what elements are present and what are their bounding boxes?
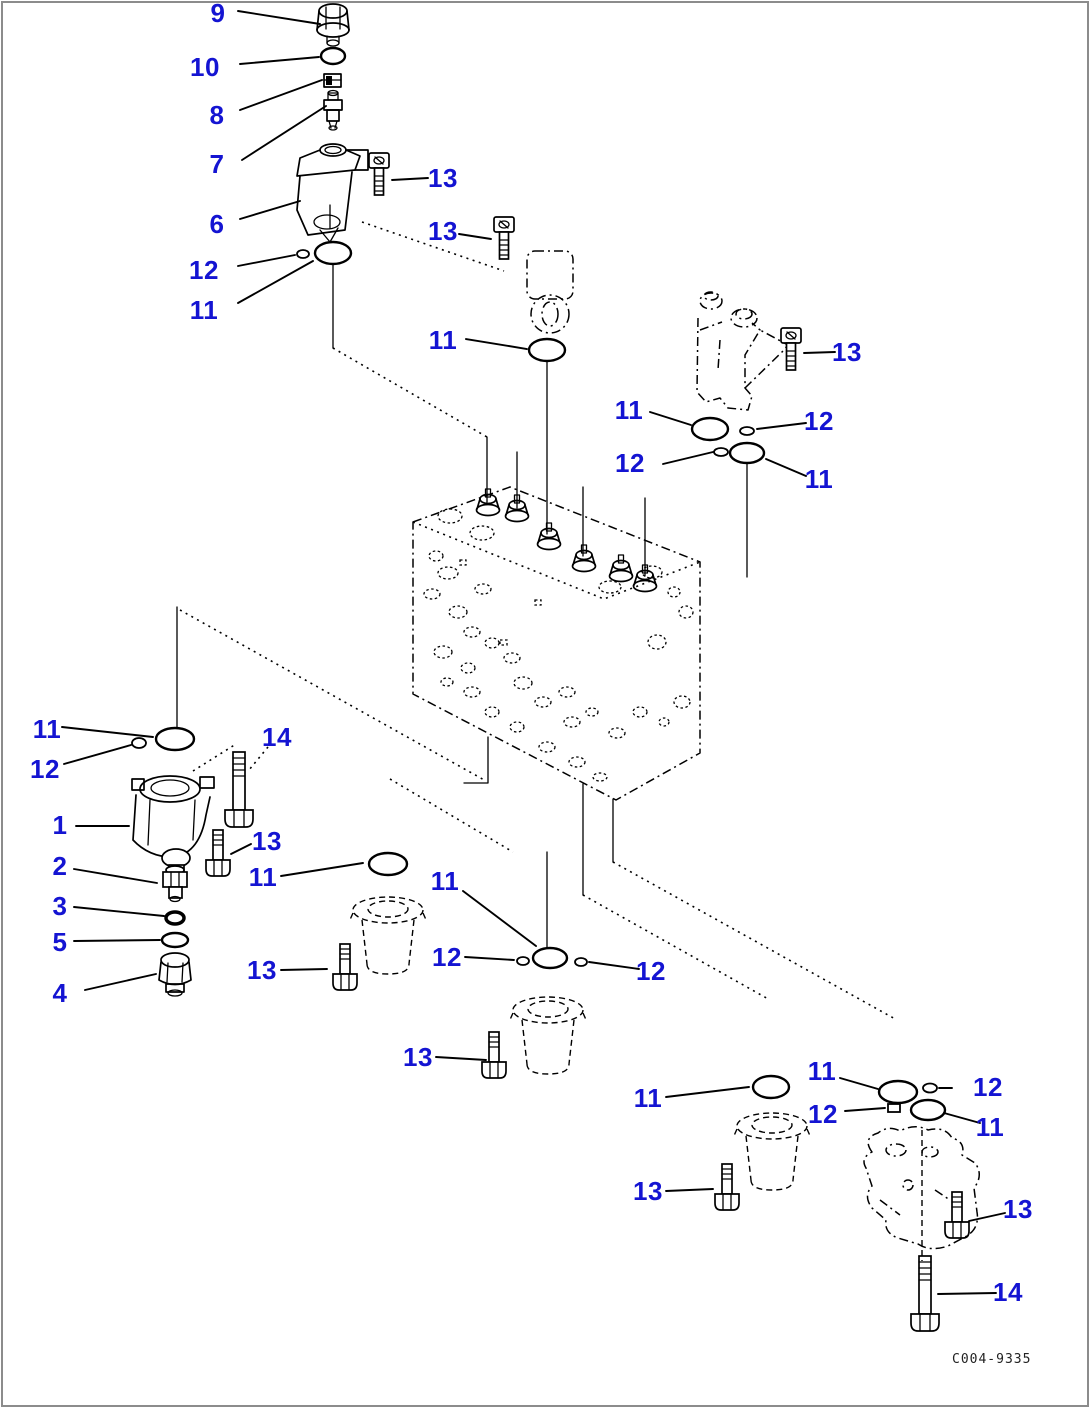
callout-label: 12 (30, 754, 60, 784)
part-13-bolt (944, 1191, 970, 1239)
callout-label: 13 (428, 216, 458, 246)
callout-label: 11 (975, 1112, 1005, 1142)
callout-label: 14 (262, 722, 292, 752)
callout-label: 6 (209, 209, 225, 239)
callout-label: 2 (52, 851, 68, 881)
part-11-o-ring (690, 416, 730, 442)
part-12-ring (713, 447, 729, 457)
part-10-o-ring (319, 46, 347, 66)
part-11-o-ring (751, 1074, 791, 1100)
callout-label: 12 (973, 1072, 1003, 1102)
callout-label: 1 (52, 810, 68, 840)
callout-label: 13 (633, 1176, 663, 1206)
part-13-bolt (714, 1163, 740, 1211)
callout-label: 12 (636, 956, 666, 986)
callout-label: 13 (832, 337, 862, 367)
construction-lines (176, 221, 898, 1021)
block-plug (475, 488, 501, 517)
callout-label: 12 (432, 942, 462, 972)
callout-label: 12 (808, 1099, 838, 1129)
part-13-bolt (205, 829, 231, 877)
part-12-ring (131, 737, 147, 749)
cover-funnel (508, 996, 588, 1075)
pilot-valve-ghost-top-right (696, 291, 789, 411)
callout-label: 11 (614, 395, 644, 425)
part-4-plug (158, 952, 192, 997)
part-8-seat (323, 73, 342, 88)
callout-label: 13 (403, 1042, 433, 1072)
control-valve-block (412, 486, 701, 801)
block-plug (571, 544, 597, 573)
callout-label: 13 (428, 163, 458, 193)
part-13-bolt (780, 327, 802, 371)
part-12-ring (574, 957, 588, 967)
callout-label: 11 (430, 866, 460, 896)
block-plug (536, 522, 562, 551)
part-7-valve (323, 89, 343, 131)
part-11-o-ring (728, 441, 766, 465)
leader-lines (61, 10, 1006, 1295)
callout-label: 13 (247, 955, 277, 985)
part-3-ring (164, 910, 186, 926)
relief-valve-assembly-top-left (296, 3, 369, 243)
callout-label: 11 (428, 325, 458, 355)
part-6-valve-body (296, 143, 369, 243)
callout-label: 7 (209, 149, 225, 179)
part-13-bolt (493, 216, 515, 260)
part-5-o-ring (160, 931, 190, 949)
callout-label: 11 (189, 295, 219, 325)
callout-label: 13 (1003, 1194, 1033, 1224)
part-12-ring (516, 956, 530, 966)
callout-label: 10 (190, 52, 220, 82)
callout-label: 8 (209, 100, 225, 130)
part-13-bolt (332, 943, 358, 991)
part-11-o-ring (313, 240, 353, 266)
part-12-ring (739, 426, 755, 436)
part-2-fitting (162, 865, 188, 903)
clevis-ghost (526, 250, 574, 334)
part-11-o-ring (531, 946, 569, 970)
callout-label: 12 (615, 448, 645, 478)
callout-label: 11 (633, 1083, 663, 1113)
callout-label: 12 (804, 406, 834, 436)
part-12-ring (296, 249, 310, 259)
part-11-o-ring (154, 726, 196, 752)
callout-label: 11 (32, 714, 62, 744)
callout-label: 11 (248, 862, 278, 892)
part-9-cap (316, 3, 350, 47)
callout-label: 12 (189, 255, 219, 285)
callout-label: 4 (52, 978, 68, 1008)
callout-label: 9 (210, 0, 226, 28)
cover-funnel (732, 1112, 812, 1191)
part-11-o-ring (909, 1098, 947, 1122)
part-11-o-ring (877, 1079, 919, 1105)
block-plug (608, 554, 634, 583)
callout-label: 3 (52, 891, 68, 921)
part-14-bolt (224, 751, 254, 828)
part-13-bolt (368, 152, 390, 196)
drawing-number: C004-9335 (952, 1352, 1032, 1367)
suction-valve-assembly-left (131, 751, 254, 997)
part-12-ring (887, 1103, 901, 1113)
callout-label: 5 (52, 927, 68, 957)
callout-label: 11 (807, 1056, 837, 1086)
part-13-bolt (481, 1031, 507, 1079)
cover-funnel (348, 896, 428, 975)
o-rings (131, 240, 947, 1122)
pilot-valve-ghost-bottom-right (863, 1126, 980, 1261)
part-12-ring (922, 1082, 938, 1094)
callout-label: 14 (993, 1277, 1023, 1307)
callout-label: 11 (804, 464, 834, 494)
part-11-o-ring (367, 851, 409, 877)
part-14-bolt (910, 1255, 940, 1332)
callout-label: 13 (252, 826, 282, 856)
part-11-o-ring (527, 337, 567, 363)
